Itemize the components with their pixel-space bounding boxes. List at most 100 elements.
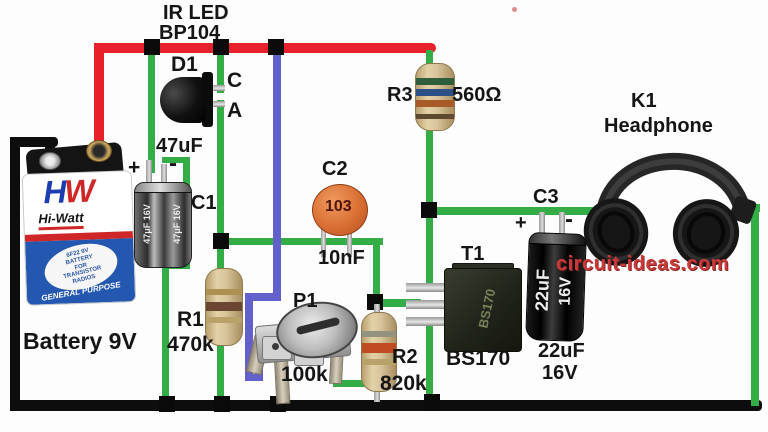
earcup-left	[583, 198, 649, 266]
earcup-right	[672, 199, 740, 267]
wire-ground-left-vertical	[10, 137, 20, 410]
watermark: circuit-ideas.com	[556, 253, 730, 275]
t1-lead-source	[406, 317, 448, 326]
battery-logo-w: W	[63, 172, 94, 210]
r2-band-2	[362, 343, 396, 353]
r2-band-1	[362, 331, 396, 337]
wire-c3-headphone	[426, 207, 612, 215]
junction-rail-blue	[268, 39, 284, 55]
label-ir-led-line2: BP104	[159, 22, 221, 44]
junction-r1-top	[213, 233, 229, 249]
resistor-r2	[361, 312, 397, 392]
p1-tab-left-hole	[272, 343, 279, 350]
battery-logo-h: H	[42, 173, 66, 211]
battery-terminal-positive	[86, 140, 112, 162]
label-ir-led-line1: IR LED	[163, 2, 229, 24]
wire-c1-minus-top	[162, 157, 190, 163]
r3-band-3	[416, 100, 454, 107]
junction-ground-t1	[424, 394, 440, 410]
battery-body: HW Hi-Watt 6F22 9V BATTERY FOR TRANSISTO…	[21, 170, 137, 306]
label-d1-anode: A	[227, 99, 243, 122]
headband-highlight	[601, 158, 745, 217]
t1-lead-gate	[406, 300, 448, 309]
wire-d1-cathode	[217, 47, 224, 93]
c3-pin-plus	[539, 212, 545, 240]
headphones-image	[583, 153, 757, 267]
label-c3-plus: +	[515, 212, 527, 234]
wire-positive-rail	[94, 43, 436, 53]
r2-band-3	[362, 359, 396, 365]
c1-pin-minus	[161, 164, 167, 186]
label-r2-value: 820k	[380, 372, 427, 395]
label-c2-value: 10nF	[318, 247, 365, 269]
junction-r3-bottom	[421, 202, 437, 218]
t1-package-print: BS170	[475, 287, 499, 330]
r2-lead-bottom	[374, 388, 380, 402]
wire-c2-r2	[373, 242, 380, 304]
transistor-t1: BS170	[444, 268, 522, 352]
label-c1-value: 47uF	[156, 135, 203, 157]
label-c3-ref: C3	[533, 186, 559, 208]
battery-terminal-negative	[39, 152, 61, 170]
label-c1-plus: +	[128, 156, 141, 179]
c3-print-2: 16V	[556, 276, 575, 306]
junction-rail-c1	[144, 39, 160, 55]
label-c3-value2: 16V	[542, 362, 578, 384]
label-c3-minus: -	[565, 206, 573, 233]
label-t1-value: BS170	[446, 347, 511, 370]
wire-r3-column	[426, 50, 433, 290]
c3-pin-minus	[559, 212, 565, 240]
wire-d1-anode-down	[217, 100, 224, 404]
wire-ground-bottom-rail	[10, 400, 762, 411]
wire-blue-u-bottom	[245, 374, 263, 381]
wire-blue-down	[245, 293, 253, 381]
red-speck-artifact	[512, 7, 517, 12]
capacitor-c3: 22uF 16V	[525, 232, 587, 342]
label-k1-ref: K1	[631, 90, 657, 112]
r3-band-2	[416, 89, 454, 96]
r2-lead-top	[374, 304, 380, 316]
wire-t1-source	[426, 324, 433, 404]
c3-print-1: 22uF	[531, 268, 554, 312]
wire-positive-from-battery	[94, 43, 104, 143]
wire-r2-gate	[379, 299, 421, 307]
c1-print-1: 47μF 16V	[141, 204, 152, 244]
ir-led-d1	[160, 77, 206, 123]
c2-pin-left	[321, 228, 326, 257]
label-k1-headphone: Headphone	[604, 115, 713, 137]
r1-band-1	[206, 289, 242, 295]
wire-p1-r2-horiz	[333, 380, 379, 387]
label-r1-ref: R1	[177, 308, 204, 331]
wire-c1-minus-down	[162, 263, 169, 404]
label-c1-minus: -	[169, 150, 177, 177]
label-c3-value1: 22uF	[538, 340, 585, 362]
label-c1-ref: C1	[191, 192, 217, 214]
label-r3-value: 560Ω	[452, 84, 502, 106]
label-battery: Battery 9V	[23, 328, 137, 354]
resistor-r3	[415, 63, 455, 131]
label-r1-value: 470k	[167, 333, 214, 356]
wire-r1-c2	[218, 238, 383, 245]
d1-pin-cathode	[204, 85, 225, 91]
junction-ground-c1	[159, 396, 175, 412]
t1-lead-drain	[406, 283, 448, 292]
d1-flange	[202, 72, 213, 127]
wire-blue-vertical	[273, 48, 281, 300]
label-c2-ref: C2	[322, 158, 348, 180]
c2-pin-right	[347, 228, 352, 257]
junction-rail-d1	[213, 39, 229, 55]
capacitor-c2	[312, 184, 368, 236]
junction-ground-r1	[214, 396, 230, 412]
c1-print-2: 47μF 16V	[171, 204, 182, 244]
capacitor-c1: 47μF 16V 47μF 16V	[134, 182, 192, 268]
hinge-right	[729, 196, 757, 224]
label-d1-cathode: C	[227, 69, 243, 92]
c2-code: 103	[325, 198, 352, 215]
resistor-r1	[205, 268, 243, 346]
battery-brand: Hi-Watt	[38, 210, 84, 231]
label-t1-ref: T1	[461, 243, 485, 265]
wire-headphone-right-vert	[751, 204, 759, 406]
r1-band-2	[206, 302, 242, 311]
battery-logo: HW	[42, 172, 94, 211]
label-p1-value: 100k	[281, 363, 328, 386]
